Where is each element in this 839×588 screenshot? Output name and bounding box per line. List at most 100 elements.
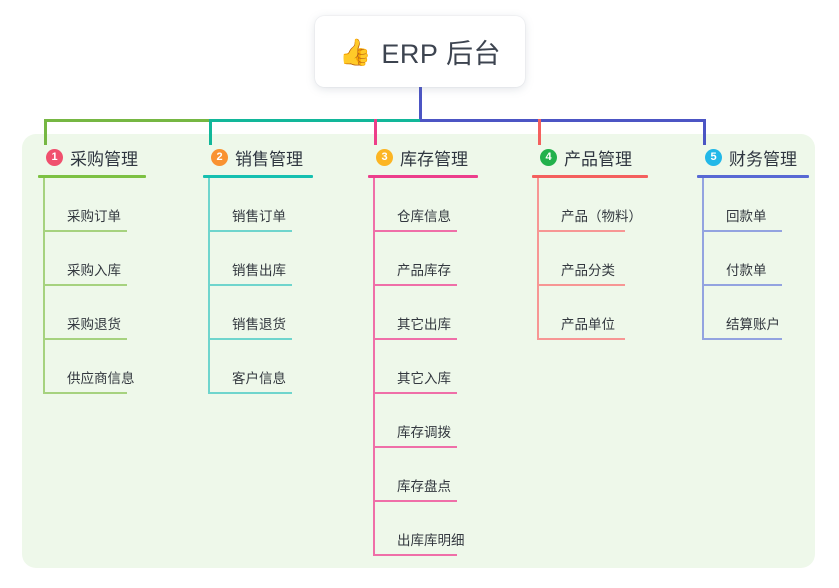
list-item[interactable]: 结算账户 [697, 286, 839, 340]
column-items-4: 产品（物料） 产品分类产品单位 [532, 178, 702, 340]
list-item-label: 产品（物料） [561, 209, 642, 224]
column-title-4: 产品管理 [564, 149, 632, 169]
list-item[interactable]: 采购退货 [38, 286, 208, 340]
list-item-label: 采购订单 [67, 209, 121, 224]
column-badge-2: 2 [211, 148, 228, 166]
column-spine-5 [702, 178, 704, 340]
list-item-label: 结算账户 [726, 317, 780, 332]
list-item-label: 销售订单 [232, 209, 286, 224]
list-item[interactable]: 库存调拨 [368, 394, 538, 448]
column-spine-3 [373, 178, 375, 556]
list-item-label: 其它出库 [397, 317, 451, 332]
list-item-label: 供应商信息 [67, 371, 135, 386]
column-title-5: 财务管理 [729, 149, 797, 169]
column-header-4[interactable]: 4 产品管理 [532, 145, 702, 169]
list-item-rule [702, 230, 782, 232]
list-item[interactable]: 产品库存 [368, 232, 538, 286]
list-item-rule [43, 338, 127, 340]
column-title-1: 采购管理 [70, 149, 138, 169]
diagram-background-panel [22, 134, 815, 568]
column-spine-2 [208, 178, 210, 394]
drop-connector-4 [538, 119, 541, 145]
list-item-rule [373, 230, 457, 232]
list-item[interactable]: 销售出库 [203, 232, 373, 286]
column-badge-5: 5 [705, 148, 722, 166]
list-item-rule [537, 230, 625, 232]
list-item[interactable]: 出库库明细 [368, 502, 538, 556]
column-5: 5 财务管理回款单付款单结算账户 [697, 145, 839, 340]
list-item-label: 其它入库 [397, 371, 451, 386]
column-items-2: 销售订单销售出库销售退货客户信息 [203, 178, 373, 394]
list-item-label: 销售退货 [232, 317, 286, 332]
list-item-rule [208, 338, 292, 340]
list-item-rule [373, 446, 457, 448]
list-item-rule [43, 392, 127, 394]
column-header-3[interactable]: 3 库存管理 [368, 145, 538, 169]
bus-segment-1 [44, 119, 209, 122]
list-item[interactable]: 产品（物料） [532, 178, 702, 232]
list-item-rule [537, 284, 625, 286]
column-header-5[interactable]: 5 财务管理 [697, 145, 839, 169]
list-item-rule [373, 392, 457, 394]
list-item[interactable]: 其它入库 [368, 340, 538, 394]
column-title-2: 销售管理 [235, 149, 303, 169]
column-badge-4: 4 [540, 148, 557, 166]
list-item-label: 客户信息 [232, 371, 286, 386]
list-item[interactable]: 采购入库 [38, 232, 208, 286]
column-spine-1 [43, 178, 45, 394]
bus-segment-2 [209, 119, 420, 122]
list-item[interactable]: 客户信息 [203, 340, 373, 394]
list-item-label: 出库库明细 [397, 533, 465, 548]
list-item[interactable]: 产品单位 [532, 286, 702, 340]
list-item-label: 产品分类 [561, 263, 615, 278]
list-item[interactable]: 回款单 [697, 178, 839, 232]
list-item[interactable]: 供应商信息 [38, 340, 208, 394]
list-item-rule [43, 284, 127, 286]
list-item-label: 库存调拨 [397, 425, 451, 440]
root-node-card[interactable]: 👍 ERP 后台 [315, 16, 525, 87]
list-item-label: 仓库信息 [397, 209, 451, 224]
column-items-5: 回款单付款单结算账户 [697, 178, 839, 340]
list-item-rule [702, 284, 782, 286]
list-item[interactable]: 销售退货 [203, 286, 373, 340]
list-item-rule [702, 338, 782, 340]
list-item-label: 付款单 [726, 263, 767, 278]
column-header-rule-4 [532, 175, 648, 178]
list-item[interactable]: 库存盘点 [368, 448, 538, 502]
list-item-rule [208, 392, 292, 394]
list-item-rule [208, 230, 292, 232]
drop-connector-1 [44, 119, 47, 145]
list-item[interactable]: 产品分类 [532, 232, 702, 286]
column-badge-3: 3 [376, 148, 393, 166]
list-item-label: 产品库存 [397, 263, 451, 278]
list-item-rule [373, 284, 457, 286]
list-item[interactable]: 付款单 [697, 232, 839, 286]
column-title-3: 库存管理 [400, 149, 468, 169]
bus-segment-3 [420, 119, 705, 122]
list-item[interactable]: 其它出库 [368, 286, 538, 340]
column-items-3: 仓库信息产品库存其它出库其它入库库存调拨库存盘点出库库明细 [368, 178, 538, 556]
drop-connector-5 [703, 119, 706, 145]
list-item[interactable]: 仓库信息 [368, 178, 538, 232]
column-3: 3 库存管理仓库信息产品库存其它出库其它入库库存调拨库存盘点出库库明细 [368, 145, 538, 556]
list-item[interactable]: 销售订单 [203, 178, 373, 232]
column-header-rule-3 [368, 175, 478, 178]
column-4: 4 产品管理产品（物料） 产品分类产品单位 [532, 145, 702, 340]
column-badge-1: 1 [46, 148, 63, 166]
list-item-rule [537, 338, 625, 340]
column-1: 1 采购管理采购订单采购入库采购退货供应商信息 [38, 145, 208, 394]
list-item-rule [373, 554, 457, 556]
drop-connector-3 [374, 119, 377, 145]
list-item[interactable]: 采购订单 [38, 178, 208, 232]
column-header-rule-5 [697, 175, 809, 178]
list-item-label: 回款单 [726, 209, 767, 224]
root-node-title: ERP 后台 [381, 39, 501, 69]
trunk-connector [419, 87, 422, 122]
column-header-2[interactable]: 2 销售管理 [203, 145, 373, 169]
column-2: 2 销售管理销售订单销售出库销售退货客户信息 [203, 145, 373, 394]
list-item-rule [373, 500, 457, 502]
list-item-rule [43, 230, 127, 232]
list-item-rule [208, 284, 292, 286]
column-header-1[interactable]: 1 采购管理 [38, 145, 208, 169]
column-items-1: 采购订单采购入库采购退货供应商信息 [38, 178, 208, 394]
